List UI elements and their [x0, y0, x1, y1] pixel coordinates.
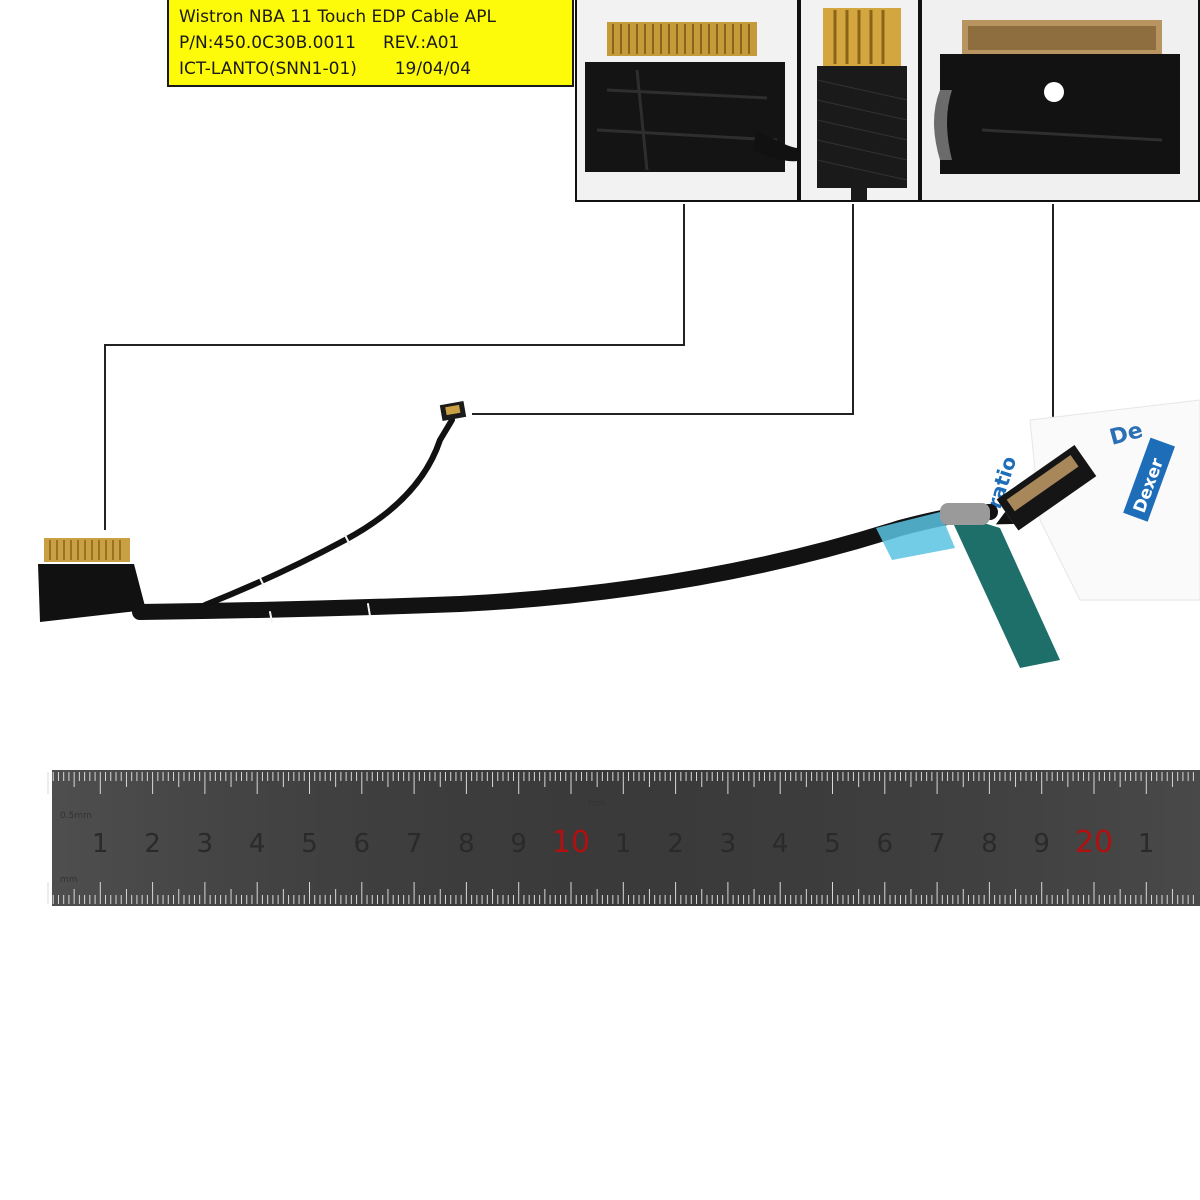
metal-sleeve: [940, 503, 990, 525]
main-cable: [132, 417, 998, 623]
tape-sheet: De Dexer ratio: [982, 399, 1200, 601]
ruler-unit-label-mid: mm: [588, 799, 606, 809]
ruler-number: 4: [772, 829, 789, 859]
label-title: Wistron NBA 11 Touch EDP Cable APL: [179, 7, 497, 27]
ruler-number: 7: [406, 829, 423, 859]
leader-lines: [104, 204, 1054, 530]
tape-text-top: De: [1107, 418, 1146, 451]
ruler-number: 3: [720, 829, 737, 859]
ruler-number: 8: [458, 829, 475, 859]
ruler-number: 6: [877, 829, 894, 859]
ruler: 1 2 3 4 5 6 7 8 9 10 1 2 3 4 5 6 7 8 9 20 1 0.5mm mm mm: [47, 770, 1200, 906]
ruler-unit-label: 0.5mm: [60, 811, 92, 821]
tape-text-side: ratio: [982, 453, 1021, 511]
ruler-number: 2: [144, 829, 161, 859]
inset-edp-connector: [920, 0, 1200, 202]
inset-lcd-connector: [575, 0, 799, 202]
ruler-number: 5: [824, 829, 841, 859]
ruler-number: 20: [1075, 825, 1113, 860]
ruler-number: 7: [929, 829, 946, 859]
lcd-connector-closeup-icon: [577, 0, 797, 200]
inset-touch-connector: [799, 0, 920, 202]
ruler-unit-label-bottom: mm: [60, 875, 78, 885]
label-manufacturer-date: ICT-LANTO(SNN1-01) 19/04/04: [179, 59, 472, 79]
right-edp-connector-icon: [995, 444, 1097, 531]
tape-badge-text: Dexer: [1130, 455, 1168, 516]
ruler-number: 1: [1138, 829, 1155, 859]
ruler-number: 8: [981, 829, 998, 859]
ruler-number: 9: [1033, 829, 1050, 859]
ruler-number: 1: [615, 829, 632, 859]
label-part-number: P/N:450.0C30B.0011 REV.:A01: [179, 33, 460, 53]
touch-connector-icon: [439, 401, 467, 421]
product-label: Wistron NBA 11 Touch EDP Cable APL P/N:4…: [167, 0, 574, 87]
edp-connector-closeup-icon: [922, 0, 1198, 200]
ruler-number: 6: [354, 829, 371, 859]
left-lcd-connector-icon: [38, 538, 146, 622]
ruler-number: 4: [249, 829, 266, 859]
blue-tape: [876, 512, 1060, 668]
touch-connector-closeup-icon: [801, 0, 918, 200]
ruler-number: 2: [667, 829, 684, 859]
ruler-number: 10: [552, 825, 590, 860]
ruler-number: 3: [197, 829, 214, 859]
ruler-number: 1: [92, 829, 109, 859]
ruler-number: 9: [510, 829, 527, 859]
ruler-number: 5: [301, 829, 318, 859]
